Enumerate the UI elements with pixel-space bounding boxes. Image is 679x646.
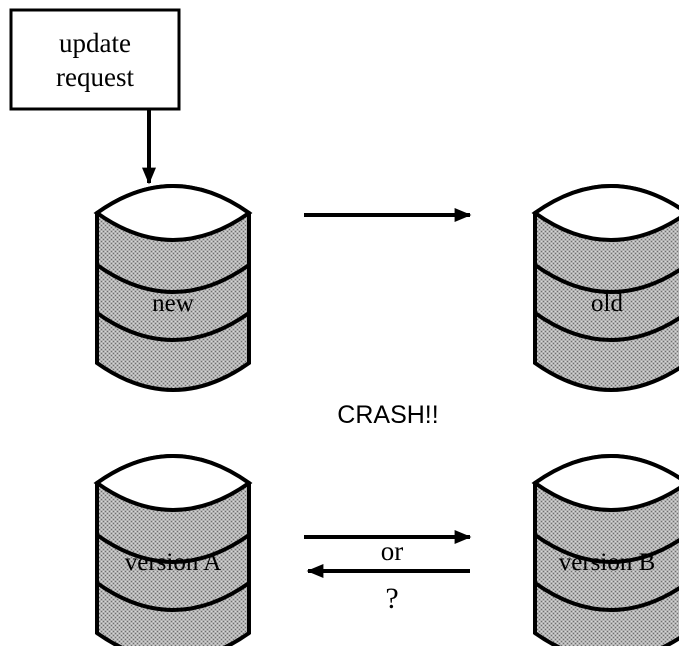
disk-label-old: old	[591, 290, 623, 317]
disk-label-new: new	[152, 290, 194, 317]
disk-label-version-a: version A	[125, 549, 222, 576]
disk-version-a: version A	[93, 454, 253, 646]
request-line-2: request	[56, 62, 134, 92]
disk-version-b: version B	[531, 454, 679, 646]
update-request-box: update request	[9, 8, 181, 111]
disk-new: new	[93, 184, 253, 392]
disk-old: old	[531, 184, 679, 392]
disk-label-version-b: version B	[559, 549, 656, 576]
crash-label: CRASH!!	[337, 401, 438, 429]
or-label: or	[381, 536, 404, 566]
question-label: ?	[385, 582, 398, 615]
request-line-1: update	[59, 28, 131, 58]
